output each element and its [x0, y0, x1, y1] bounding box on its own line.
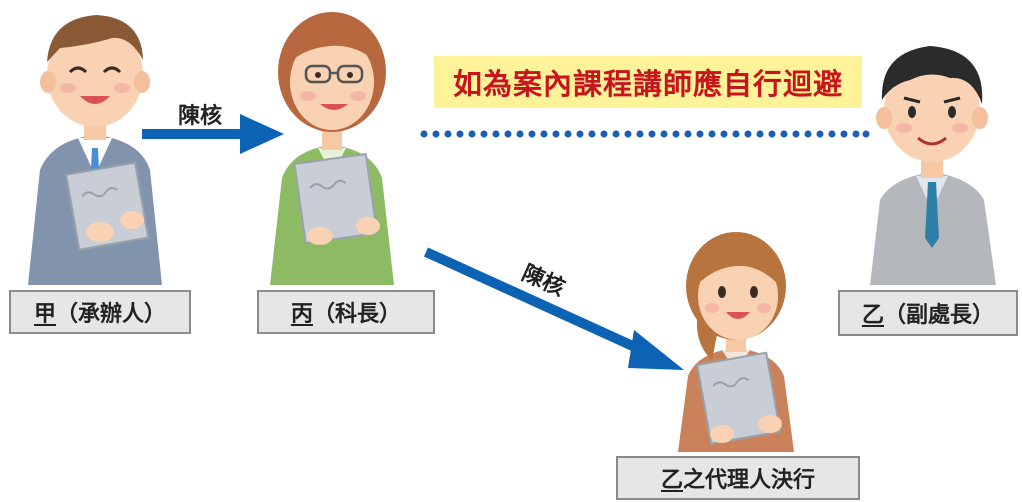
arrow-label-jia-to-bing: 陳核: [178, 104, 223, 129]
recusal-banner: 如為案內課程講師應自行迴避: [434, 56, 862, 108]
label-jia: 甲（承辦人）: [9, 290, 191, 334]
label-jia-char: 甲: [33, 302, 56, 327]
label-jia-title: （承辦人）: [56, 302, 167, 327]
arrow-bing-to-proxy: [423, 247, 684, 370]
label-yi-title: （副處長）: [884, 303, 995, 328]
person-bing-illustration: [270, 12, 394, 285]
label-yi-proxy-title: 之代理人決行: [683, 468, 816, 493]
person-yi-proxy-illustration: [678, 232, 794, 452]
arrow-jia-to-bing: [142, 114, 284, 154]
label-yi-proxy: 乙之代理人決行: [616, 456, 860, 500]
label-yi-proxy-char: 乙: [660, 468, 683, 493]
recusal-banner-text: 如為案內課程講師應自行迴避: [452, 67, 843, 101]
person-jia-illustration: [28, 15, 162, 285]
dotted-connector: [420, 130, 870, 138]
label-bing-char: 丙: [290, 302, 313, 327]
label-yi: 乙（副處長）: [838, 290, 1018, 336]
label-yi-char: 乙: [861, 303, 884, 328]
person-yi-illustration: [870, 46, 996, 285]
label-bing: 丙（科長）: [257, 290, 435, 334]
label-bing-title: （科長）: [313, 302, 402, 327]
